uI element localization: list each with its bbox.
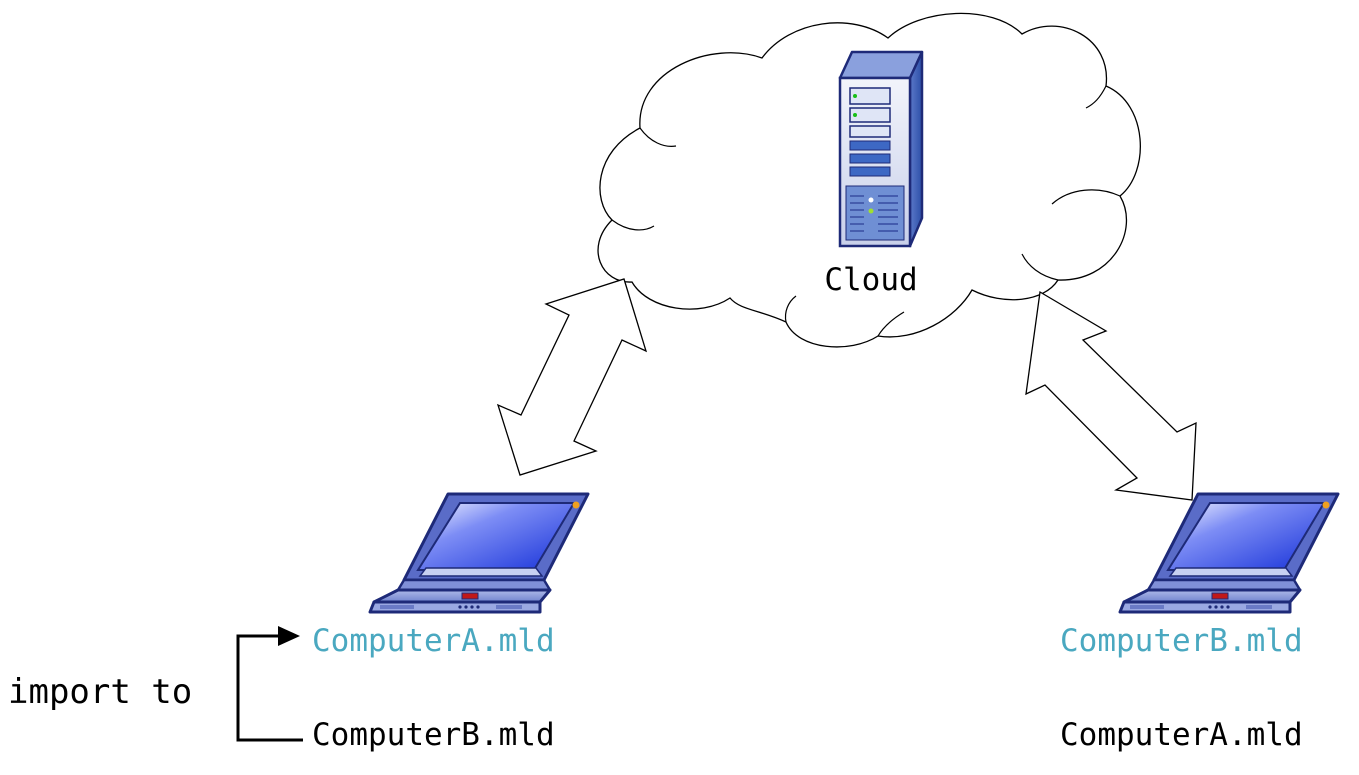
computer-b-other-file: ComputerA.mld <box>1060 717 1303 753</box>
import-label: import to <box>8 672 192 712</box>
computer-a-other-file: ComputerB.mld <box>312 717 555 753</box>
sync-arrow-left <box>496 278 648 476</box>
laptop-icon-computer-b <box>1118 492 1340 614</box>
computer-b-own-file: ComputerB.mld <box>1060 623 1303 659</box>
laptop-icon-computer-a <box>368 492 590 614</box>
import-arrow <box>236 626 303 742</box>
computer-a-own-file: ComputerA.mld <box>312 623 555 659</box>
cloud-label: Cloud <box>824 262 917 298</box>
server-icon <box>838 50 924 248</box>
sync-arrow-right <box>1025 290 1197 501</box>
